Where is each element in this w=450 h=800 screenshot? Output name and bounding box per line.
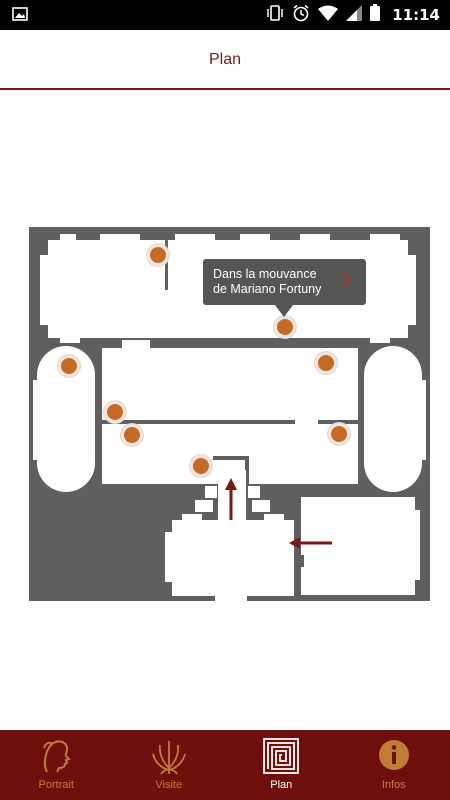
poi-marker[interactable] (58, 355, 80, 377)
callout-pointer (275, 305, 293, 317)
poi-marker[interactable] (190, 455, 212, 477)
poi-callout[interactable]: Dans la mouvance de Mariano Fortuny (203, 259, 366, 317)
tab-infos[interactable]: Infos (338, 730, 450, 800)
chevron-right-icon[interactable] (342, 273, 352, 294)
bottom-navigation: Portrait Visite Plan Infos (0, 730, 450, 800)
vibrate-icon (266, 4, 284, 26)
tab-infos-label: Infos (381, 779, 406, 791)
poi-marker[interactable] (104, 401, 126, 423)
floor-plan[interactable] (0, 90, 450, 730)
tab-visite-label: Visite (155, 779, 183, 791)
poi-marker[interactable] (315, 352, 337, 374)
poi-marker[interactable] (328, 423, 350, 445)
poi-marker[interactable] (121, 424, 143, 446)
visit-icon (151, 738, 187, 781)
page-title: Plan (208, 51, 242, 68)
floor-plan-map (29, 227, 430, 601)
wifi-icon (318, 5, 339, 26)
portrait-icon (39, 738, 73, 779)
clock-time: 11:14 (392, 6, 440, 24)
plan-icon (263, 738, 300, 779)
alarm-icon (292, 4, 310, 27)
tab-portrait[interactable]: Portrait (0, 730, 113, 800)
poi-callout-title: Dans la mouvance de Mariano Fortuny (213, 267, 321, 297)
info-icon (377, 738, 411, 777)
poi-callout-line2: de Mariano Fortuny (213, 282, 322, 296)
tab-plan-label: Plan (270, 779, 293, 791)
poi-callout-line1: Dans la mouvance (213, 267, 317, 281)
tab-portrait-label: Portrait (38, 779, 74, 791)
poi-marker[interactable] (274, 316, 296, 338)
poi-marker[interactable] (147, 244, 169, 266)
signal-icon (346, 4, 363, 26)
image-notification-icon (12, 7, 28, 26)
tab-visite[interactable]: Visite (113, 730, 226, 800)
status-bar: 11:14 (0, 0, 450, 30)
battery-icon (370, 4, 381, 26)
tab-plan[interactable]: Plan (225, 730, 338, 800)
app-header: Plan (0, 30, 450, 90)
